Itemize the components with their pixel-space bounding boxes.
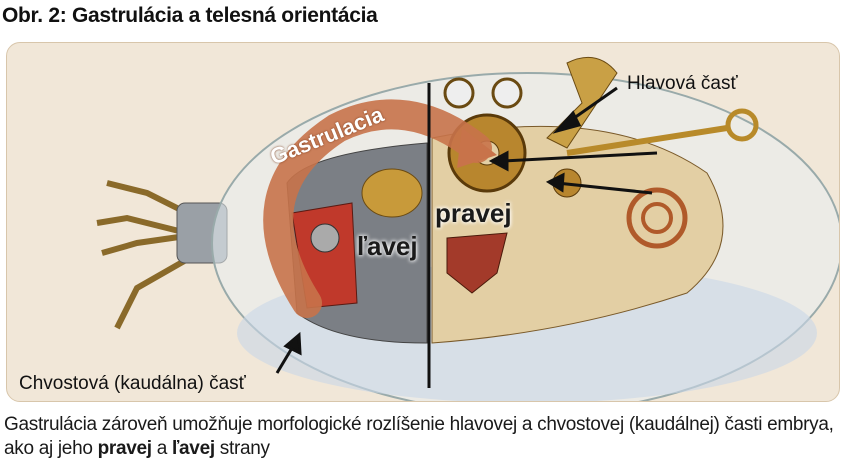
gauge-icon xyxy=(491,77,523,109)
figure-title: Obr. 2: Gastrulácia a telesná orientácia xyxy=(2,4,378,27)
left-side-label: ľavej xyxy=(357,231,418,261)
copper-spiral xyxy=(626,187,688,249)
caption-bold-left: ľavej xyxy=(172,438,215,459)
caption-text: strany xyxy=(214,438,270,459)
brass-key xyxy=(566,125,728,156)
figure-caption: Gastrulácia zároveň umožňuje morfologick… xyxy=(4,413,845,461)
heart-mechanism xyxy=(446,232,508,294)
brass-organ xyxy=(361,168,423,218)
tail-part-label: Chvostová (kaudálna) časť xyxy=(19,373,246,394)
gauge-icon xyxy=(443,77,475,109)
caption-text: Gastrulácia zároveň umožňuje morfologick… xyxy=(4,414,834,459)
steampunk-embryo-illustration xyxy=(96,56,839,401)
head-part-label: Hlavová časť xyxy=(627,73,738,94)
pointer-arrows xyxy=(275,86,658,374)
caption-text: a xyxy=(151,438,173,459)
caption-bold-right: pravej xyxy=(97,438,152,459)
figure-panel: Gastrulacia Hlavová časť Chvostová (kaud… xyxy=(6,42,840,402)
right-side-label: pravej xyxy=(435,198,512,228)
